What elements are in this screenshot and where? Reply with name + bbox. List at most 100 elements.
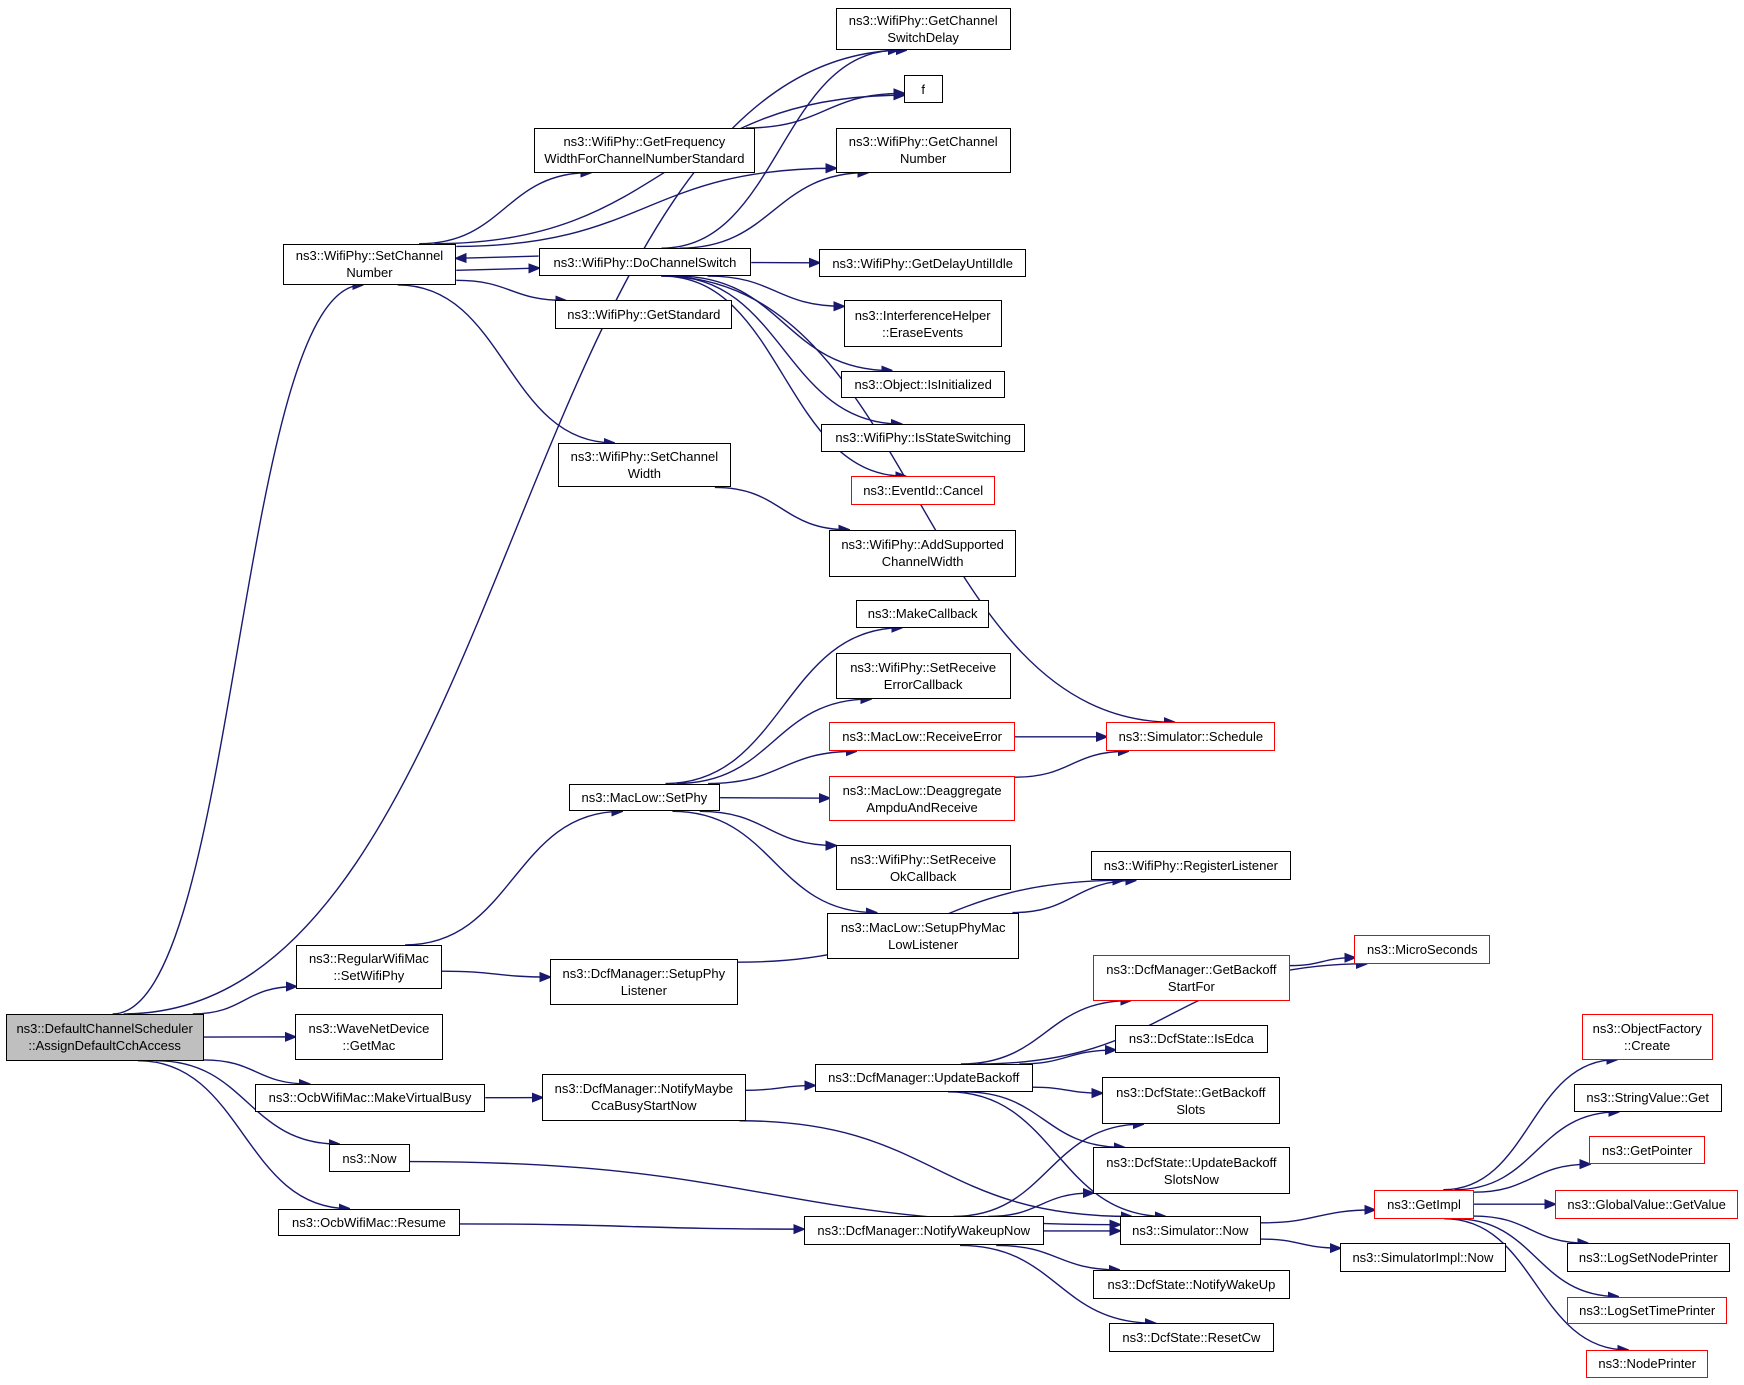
edge-getImpl-to-stringValueGet [1454,1112,1618,1191]
node-is-edca[interactable]: ns3::DcfState::IsEdca [1115,1025,1268,1053]
node-reset-cw[interactable]: ns3::DcfState::ResetCw [1108,1323,1275,1353]
node-f[interactable]: f [903,74,943,104]
edge-macLowSetPhy-to-macLowReceiveError [708,751,856,785]
node-log-set-time-printer[interactable]: ns3::LogSetTimePrinter [1567,1296,1728,1325]
edge-setupPhyMacLowListener-to-registerListener [1012,880,1135,914]
node-get-channel-switch-delay[interactable]: ns3::WifiPhy::GetChannel SwitchDelay [835,7,1011,51]
node-set-channel-number[interactable]: ns3::WifiPhy::SetChannel Number [282,243,457,285]
edge-getImpl-to-logSetTimePrinter [1454,1217,1618,1297]
node-log-set-node-printer[interactable]: ns3::LogSetNodePrinter [1567,1243,1730,1273]
edge-regularSetWifiPhy-to-dcfSetupPhyListener [441,970,550,977]
edge-setChannelNumber-to-setChannelWidth [397,284,614,443]
node-make-virtual-busy[interactable]: ns3::OcbWifiMac::MakeVirtualBusy [254,1084,486,1112]
edge-root-to-makeVirtualBusy [203,1059,310,1084]
edge-setChannelWidth-to-addSupportedChannelWidth [714,486,849,529]
node-notify-wakeup-now[interactable]: ns3::DcfManager::NotifyWakeupNow [803,1216,1044,1246]
node-set-receive-error-callback[interactable]: ns3::WifiPhy::SetReceive ErrorCallback [835,653,1011,699]
node-get-standard[interactable]: ns3::WifiPhy::GetStandard [555,300,733,330]
node-regular-set-wifi-phy[interactable]: ns3::RegularWifiMac ::SetWifiPhy [296,944,442,990]
node-notify-wake-up[interactable]: ns3::DcfState::NotifyWakeUp [1092,1269,1290,1299]
edge-macLowSetPhy-to-makeCallback [665,628,901,785]
node-root[interactable]: ns3::DefaultChannelScheduler ::AssignDef… [5,1013,204,1061]
edge-updateBackoff-to-simulatorNow [947,1091,1165,1217]
node-update-backoff-slots-now[interactable]: ns3::DcfState::UpdateBackoff SlotsNow [1092,1147,1290,1195]
edge-getImpl-to-objectFactoryCreate [1443,1060,1616,1191]
edge-macLowSetPhy-to-setReceiveErrorCallback [676,699,870,785]
edge-getImpl-to-nodePrinter [1444,1217,1627,1350]
edge-doChannelSwitch-to-setChannelNumber [456,256,539,258]
node-make-callback[interactable]: ns3::MakeCallback [855,599,990,628]
edge-notifyWakeupNow-to-getBackoffSlots [953,1124,1142,1218]
node-get-delay-until-idle[interactable]: ns3::WifiPhy::GetDelayUntilIdle [819,249,1027,278]
edge-setChannelNumber-to-getChannelNumber [456,168,836,248]
node-mac-low-set-phy[interactable]: ns3::MacLow::SetPhy [568,783,721,812]
edge-resume-to-notifyWakeupNow [459,1223,804,1229]
node-object-factory-create[interactable]: ns3::ObjectFactory ::Create [1581,1013,1713,1060]
node-is-state-switching[interactable]: ns3::WifiPhy::IsStateSwitching [821,424,1026,452]
edge-simulatorNow-to-simulatorImplNow [1260,1238,1340,1248]
node-simulator-impl-now[interactable]: ns3::SimulatorImpl::Now [1339,1243,1506,1273]
node-get-impl[interactable]: ns3::GetImpl [1374,1189,1474,1219]
edge-root-to-setChannelNumber [112,285,363,1015]
edge-updateBackoff-to-getBackoffSlots [1032,1086,1102,1093]
edge-getImpl-to-getPointer [1473,1164,1590,1193]
node-setup-phy-mac-low-listener[interactable]: ns3::MacLow::SetupPhyMac LowListener [826,912,1020,960]
edge-getBackoffStartFor-to-microSeconds [1289,958,1355,967]
edge-root-to-getChannelSwitchDelay [123,50,906,1015]
node-string-value-get[interactable]: ns3::StringValue::Get [1573,1084,1722,1112]
node-dcf-setup-phy-listener[interactable]: ns3::DcfManager::SetupPhy Listener [549,959,738,1005]
edge-doChannelSwitch-to-getChannelSwitchDelay [661,50,898,249]
edge-doChannelSwitch-to-eventIdCancel [661,275,906,476]
edge-getFreqWidth-to-f [745,93,904,129]
node-do-channel-switch[interactable]: ns3::WifiPhy::DoChannelSwitch [538,248,752,276]
node-is-initialized[interactable]: ns3::Object::IsInitialized [841,370,1005,399]
edge-updateBackoff-to-getBackoffStartFor [960,1001,1131,1065]
node-deaggregate[interactable]: ns3::MacLow::Deaggregate AmpduAndReceive [829,775,1015,822]
edge-notifyWakeupNow-to-resetCw [959,1244,1155,1323]
node-get-backoff-slots[interactable]: ns3::DcfState::GetBackoff Slots [1101,1077,1280,1125]
node-add-supported-channel-width[interactable]: ns3::WifiPhy::AddSupported ChannelWidth [829,529,1017,577]
node-micro-seconds[interactable]: ns3::MicroSeconds [1354,934,1491,964]
node-resume[interactable]: ns3::OcbWifiMac::Resume [278,1208,460,1237]
node-erase-events[interactable]: ns3::InterferenceHelper ::EraseEvents [843,300,1002,348]
edge-doChannelSwitch-to-isStateSwitching [666,275,901,424]
edge-notifyWakeupNow-to-notifyWakeUp [996,1244,1119,1269]
node-now[interactable]: ns3::Now [329,1144,410,1172]
edge-notifyWakeupNow-to-updateBackoffSlotsNow [988,1193,1093,1218]
edge-root-to-resume [137,1059,349,1209]
edge-doChannelSwitch-to-eraseEvents [707,275,843,306]
node-global-value-get-value[interactable]: ns3::GlobalValue::GetValue [1554,1189,1739,1219]
node-register-listener[interactable]: ns3::WifiPhy::RegisterListener [1090,851,1292,881]
edge-updateBackoff-to-microSeconds [977,964,1367,1065]
edge-macLowSetPhy-to-setupPhyMacLowListener [672,810,876,912]
edge-now-to-simulatorNow [409,1160,1120,1225]
node-set-receive-ok-callback[interactable]: ns3::WifiPhy::SetReceive OkCallback [835,844,1011,891]
edge-root-to-now [155,1059,339,1144]
node-get-backoff-start-for[interactable]: ns3::DcfManager::GetBackoff StartFor [1092,954,1290,1001]
node-set-channel-width[interactable]: ns3::WifiPhy::SetChannel Width [557,442,732,488]
node-simulator-schedule[interactable]: ns3::Simulator::Schedule [1106,722,1276,752]
edge-updateBackoff-to-isEdca [1019,1050,1115,1065]
edge-setChannelNumber-to-getFreqWidth [419,173,591,245]
edge-macLowSetPhy-to-setReceiveOkCallback [699,810,836,845]
edge-doChannelSwitch-to-isInitialized [676,275,892,371]
node-event-id-cancel[interactable]: ns3::EventId::Cancel [851,476,995,506]
node-get-pointer[interactable]: ns3::GetPointer [1589,1136,1706,1165]
node-wave-get-mac[interactable]: ns3::WaveNetDevice ::GetMac [294,1013,443,1060]
node-notify-maybe-cca[interactable]: ns3::DcfManager::NotifyMaybe CcaBusyStar… [542,1074,746,1121]
edge-getImpl-to-logSetNodePrinter [1473,1215,1588,1243]
node-node-printer[interactable]: ns3::NodePrinter [1585,1350,1709,1378]
edge-root-to-regularSetWifiPhy [192,986,296,1015]
edge-doChannelSwitch-to-getChannelNumber [679,173,868,249]
edge-setChannelNumber-to-doChannelSwitch [456,268,538,270]
edge-regularSetWifiPhy-to-macLowSetPhy [405,811,622,946]
node-simulator-now[interactable]: ns3::Simulator::Now [1119,1216,1261,1246]
node-get-channel-number[interactable]: ns3::WifiPhy::GetChannel Number [835,127,1011,173]
edge-notifyMaybeCca-to-updateBackoff [745,1085,815,1091]
edge-simulatorNow-to-getImpl [1260,1210,1375,1224]
node-update-backoff[interactable]: ns3::DcfManager::UpdateBackoff [814,1063,1033,1092]
node-mac-low-receive-error[interactable]: ns3::MacLow::ReceiveError [829,722,1015,752]
edge-setChannelNumber-to-getStandard [456,279,565,300]
node-get-freq-width[interactable]: ns3::WifiPhy::GetFrequency WidthForChann… [534,127,755,173]
